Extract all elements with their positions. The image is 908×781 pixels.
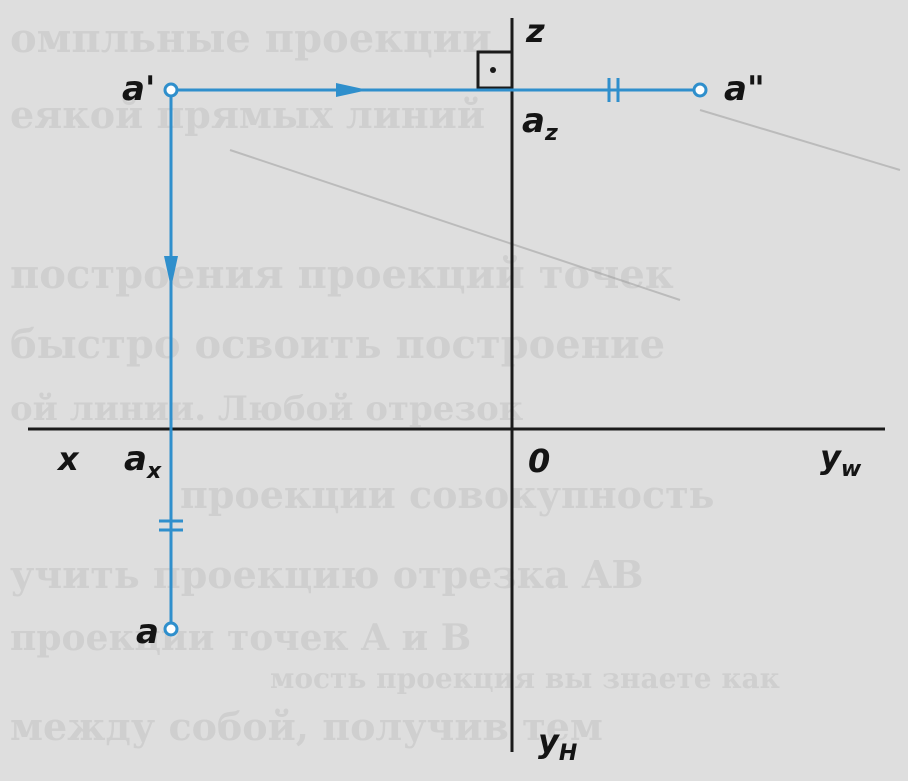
background-pencil-stroke xyxy=(229,149,681,301)
background-print: омпльные проекции еякой прямых линий пос… xyxy=(10,15,901,749)
arrow-down-icon xyxy=(164,256,178,288)
point-a-marker xyxy=(163,621,179,637)
background-text-line: проекции совокупность xyxy=(180,472,714,517)
az-label: az xyxy=(522,101,558,146)
background-text-line: омпльные проекции xyxy=(10,15,492,62)
point-a-prime-marker xyxy=(163,82,179,98)
background-text-line: мость проекция вы знаете как xyxy=(270,662,780,695)
right-angle-square xyxy=(476,50,514,90)
background-text-line: ой линии. Любой отрезок xyxy=(10,389,524,429)
projection-lines xyxy=(159,78,708,637)
z-axis-label: z xyxy=(525,12,545,50)
origin-label: 0 xyxy=(528,442,550,480)
background-text-line: учить проекцию отрезка AB xyxy=(10,552,643,597)
background-text-line: еякой прямых линий xyxy=(10,92,485,137)
right-angle-mark xyxy=(476,50,514,90)
point-a-label: a xyxy=(136,612,159,652)
yh-axis-label: yH xyxy=(538,722,577,766)
background-text-line: построения проекций точек xyxy=(10,251,674,298)
labels: z x yw yH 0 a' a" a az ax xyxy=(56,12,862,766)
right-angle-dot xyxy=(490,67,496,73)
background-text-line: между собой, получив тем xyxy=(10,704,603,749)
background-pencil-stroke xyxy=(699,109,901,171)
point-a-double-prime-label: a" xyxy=(724,69,765,109)
background-text-line: быстро освоить построение xyxy=(10,321,665,368)
point-a-prime-label: a' xyxy=(122,69,155,109)
yw-axis-label: yw xyxy=(820,438,862,482)
background-text-line: проекции точек A и B xyxy=(10,617,471,659)
point-a-double-prime-marker xyxy=(692,82,708,98)
x-axis-label: x xyxy=(56,440,80,478)
ax-label: ax xyxy=(124,439,162,484)
arrow-right-icon xyxy=(336,83,368,97)
